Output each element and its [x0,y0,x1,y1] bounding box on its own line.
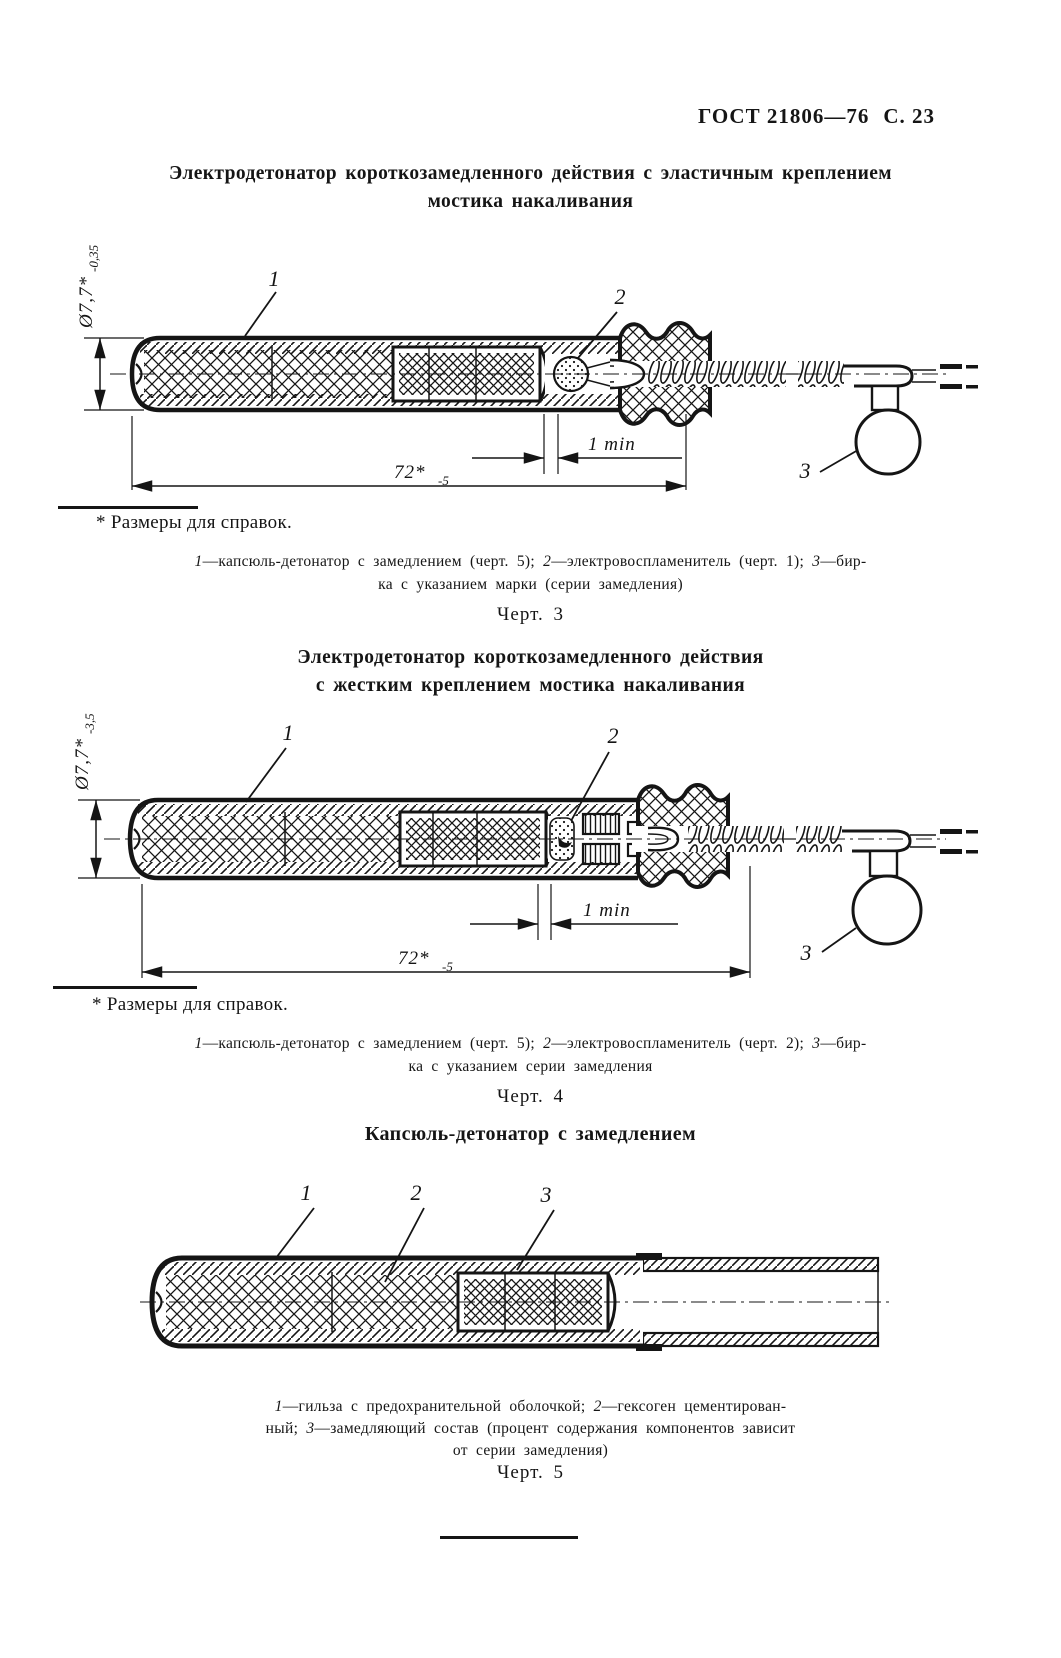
detonator-body-elastic [110,321,978,476]
figure4-title-line2: с жестким креплением мостика накаливания [315,675,746,696]
wire-fork-and-tag [843,364,978,476]
figure3-title-line2: мостика накаливания [427,191,634,212]
footnote-rule [58,506,198,509]
figure3-title: Электродетонатор короткозамедленного дей… [0,160,1061,216]
caption-line: 1—капсюль-детонатор с замедлением (черт.… [194,553,867,570]
standard-number: ГОСТ 21806—76 [698,104,870,128]
caption-line: ка с указанием серии замедления [408,1058,653,1075]
callout-3: 3 [799,458,811,483]
figure4-label: Черт. 4 [497,1086,564,1107]
figure3-footnote: * Размеры для справок. [96,512,293,533]
length-dimension: 72* [394,462,426,483]
figure4-dimensions: Ø7,7* -3,5 72* -5 1 min [72,713,751,978]
length-tolerance: -5 [442,959,453,974]
length-dimension: 72* [398,948,430,969]
diameter-dimension: Ø7,7* [72,738,93,791]
figure4-footnote: * Размеры для справок. [92,994,289,1015]
diameter-dimension: Ø7,7* [76,276,97,329]
callout-3: 3 [540,1182,552,1207]
figure4-drawing: Ø7,7* -3,5 72* -5 1 min 1 2 3 [72,713,978,978]
wire-fork-and-tag [842,829,978,946]
page-number: С. 23 [883,104,936,128]
figure5-drawing: 1 2 3 [140,1180,892,1351]
callout-2: 2 [608,723,619,748]
figure5-callouts: 1 2 3 [275,1180,555,1283]
caption-line: ный; 3—замедляющий состав (процент содер… [265,1420,796,1437]
caption-line: 1—гильза с предохранительной оболочкой; … [274,1398,787,1415]
callout-2: 2 [615,284,626,309]
figure4-caption: 1—капсюль-детонатор с замедлением (черт.… [0,1032,1061,1078]
capsule-detonator-body [140,1253,892,1351]
diameter-tolerance: -3,5 [82,713,97,734]
callout-1: 1 [283,720,294,745]
detonator-body-rigid [104,783,978,946]
marking-tag [851,874,923,946]
twisted-lead-wires [688,826,842,852]
marking-tag [854,408,922,476]
tag-neck [870,384,900,412]
callout-3: 3 [800,940,812,965]
figure3-label: Черт. 3 [497,604,564,625]
caption-line: ка с указанием марки (серии замедления) [378,576,683,593]
tag-neck [868,849,899,878]
figure3-drawing: Ø7,7* -0,35 72* -5 1 min 1 2 3 [76,244,978,492]
figure4-title: Электродетонатор короткозамедленного дей… [0,644,1061,700]
figure3-dimensions: Ø7,7* -0,35 72* -5 1 min [76,244,687,492]
figure4-title-line1: Электродетонатор короткозамедленного дей… [297,647,764,668]
figure5-title: Капсюль-детонатор с замедлением [364,1123,697,1145]
figure5-caption: 1—гильза с предохранительной оболочкой; … [0,1396,1061,1462]
diameter-tolerance: -0,35 [86,244,101,272]
callout-1: 1 [269,266,280,291]
figure4-callouts: 1 2 3 [245,720,857,965]
caption-line: 1—капсюль-детонатор с замедлением (черт.… [194,1035,867,1052]
figure3-caption: 1—капсюль-детонатор с замедлением (черт.… [0,550,1061,596]
page-header: ГОСТ 21806—76 С. 23 [698,104,935,129]
min-gap-dimension: 1 min [588,434,636,455]
length-tolerance: -5 [438,473,449,488]
caption-line: от серии замедления) [452,1442,609,1459]
callout-2: 2 [411,1180,422,1205]
figure3-title-line1: Электродетонатор короткозамедленного дей… [169,163,892,184]
footnote-rule [53,986,197,989]
bottom-separator-rule [440,1536,578,1539]
figure3-callouts: 1 2 3 [244,266,859,483]
callout-1: 1 [301,1180,312,1205]
min-gap-dimension: 1 min [583,900,631,921]
figure5-label: Черт. 5 [497,1462,564,1483]
